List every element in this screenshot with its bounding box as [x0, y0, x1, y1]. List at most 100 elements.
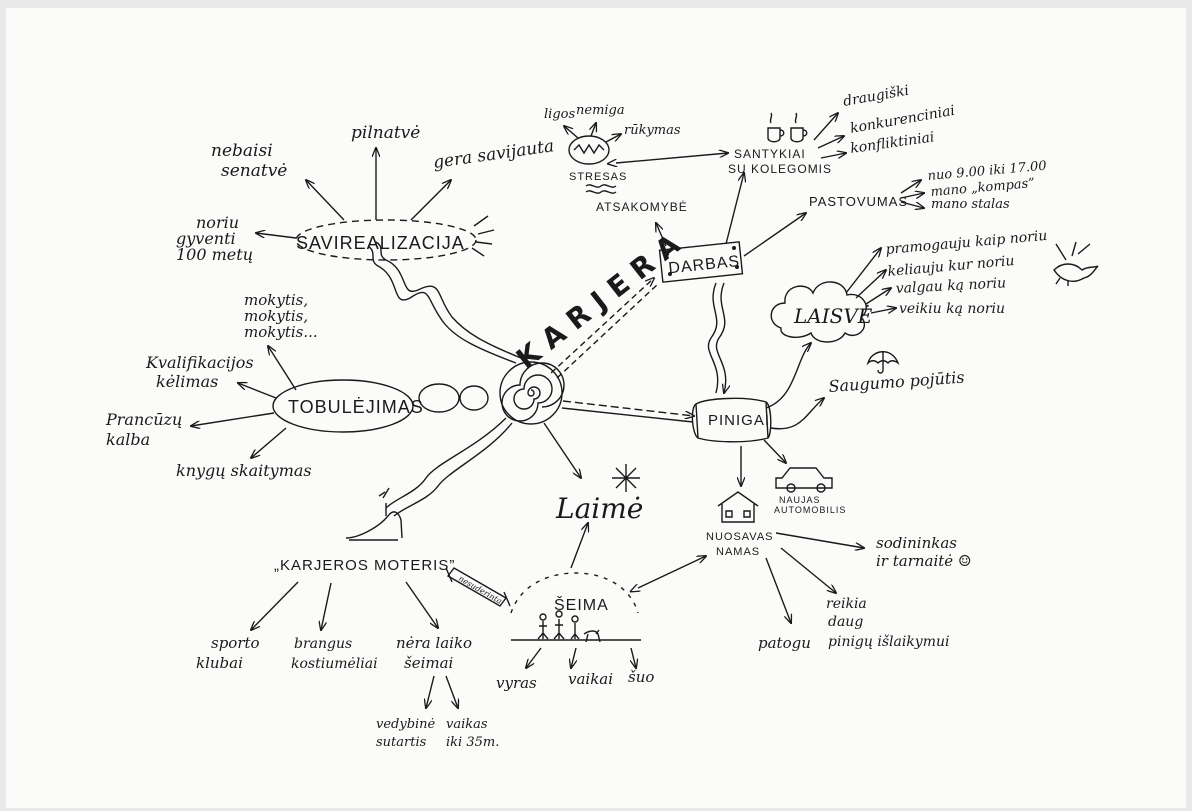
link-namas-patogu	[765, 557, 791, 623]
link-laisve-veikiu	[870, 308, 896, 313]
link-pastovumas-nuo	[900, 180, 921, 194]
link-center-darbas	[550, 278, 654, 374]
laisve-node: LAISVĖ	[770, 281, 873, 343]
draugiski-text: draugiški	[842, 83, 910, 110]
zigzag-icon	[573, 143, 605, 155]
savirealizacija-label: SAVIREALIZACIJA	[296, 233, 465, 253]
tobulejimas-node: TOBULĖJIMAS	[272, 379, 423, 433]
link-tobulejimas-kvalifikacijos	[238, 383, 277, 399]
savirealizacija-node: SAVIREALIZACIJA	[295, 215, 495, 261]
link-namas-sodininkas	[775, 532, 864, 548]
link-seima-namas	[638, 556, 706, 588]
car-icon	[775, 467, 833, 493]
link-stresas-nemiga	[591, 123, 596, 137]
seima-node: ŠEIMA	[510, 572, 641, 643]
svg-text:nesuderinta: nesuderinta	[457, 574, 504, 606]
link-center-savirealizacija-b	[375, 241, 522, 359]
link-pinigai-saugumo	[770, 398, 824, 430]
link-laisve-keliauju	[855, 270, 886, 299]
pilnatve-text: pilnatvė	[351, 123, 420, 143]
umbrella-icon	[866, 351, 900, 374]
burst-icon	[471, 215, 495, 257]
mokytis-text: mokytis,mokytis,mokytis...	[244, 291, 318, 341]
center-label: KARJERA	[510, 222, 694, 376]
link-darbas-pinigai-b	[715, 282, 725, 393]
link-moteris-kostiumeliai	[321, 582, 332, 630]
link-laiko-vedybine	[426, 675, 435, 708]
bird-icon	[1053, 241, 1099, 286]
nesuderinta-arrow: nesuderinta	[445, 567, 511, 607]
link-laisve-pramogauju	[845, 248, 881, 294]
link-pinigai-automobilis	[763, 439, 786, 463]
center-node: KARJERA	[499, 222, 694, 425]
link-darbas-pinigai	[707, 282, 719, 394]
link-center-moteris-b	[393, 422, 513, 517]
link-center-savirealizacija	[367, 245, 517, 364]
gera-savijauta-text: gera savijauta	[432, 136, 555, 173]
link-savirealizacija-gera	[410, 180, 451, 221]
link-pastovumas-kompas	[900, 193, 924, 198]
atsakomybe-label: ATSAKOMYBĖ	[596, 200, 688, 214]
spiral-icon	[501, 362, 565, 422]
link-namas-reikia	[780, 547, 836, 593]
pinigai-node: PINIGAI	[691, 397, 772, 443]
seima-label: ŠEIMA	[554, 595, 609, 614]
link-tobulejimas-prancuzu	[191, 412, 275, 426]
rukymas-text: rūkymas	[624, 123, 681, 138]
link-seima-vaikai	[571, 647, 576, 668]
link-pastovumas-stalas	[900, 201, 924, 208]
link-pinigai-laisve	[765, 343, 811, 409]
ligos-text: ligos	[544, 107, 575, 122]
valgau-text: valgau ką noriu	[895, 275, 1006, 297]
link-stresas-santykiai	[616, 153, 728, 163]
link-seima-laime	[570, 523, 588, 569]
link-santykiai-draugiski	[813, 113, 838, 141]
saugumo-text: Saugumo pojūtis	[828, 368, 965, 396]
wave-icon	[585, 184, 617, 194]
coffee-cups-icon	[767, 112, 808, 143]
link-seima-vyras	[526, 647, 542, 668]
pastovumas-label: PASTOVUMAS	[809, 194, 908, 209]
link-moteris-laiko	[405, 581, 438, 628]
link-savirealizacija-noriu	[256, 233, 297, 239]
link-center-pinigai	[562, 400, 694, 416]
pramogauju-text: pramogauju kaip noriu	[885, 228, 1048, 258]
link-darbas-pastovumas	[743, 213, 806, 257]
patogu-text: patogu	[758, 634, 811, 652]
pinigai-label: PINIGAI	[708, 412, 770, 429]
link-darbas-atsakomybe	[656, 223, 667, 247]
link-darbas-santykiai	[725, 173, 744, 245]
family-icon	[537, 619, 601, 643]
high-heel-icon	[345, 487, 403, 541]
link-tobulejimas-knygu	[251, 427, 287, 458]
link-savirealizacija-nebaisi	[306, 180, 345, 221]
stalas-text: mano stalas	[931, 197, 1010, 212]
suo-text: šuo	[628, 668, 654, 686]
moteris-label: „KARJEROS MOTERIS”	[274, 557, 455, 574]
konkurenciniai-text: konkurenciniai	[849, 103, 956, 137]
link-tobulejimas-mokytis	[268, 346, 297, 391]
link-stresas-ligos	[564, 126, 579, 139]
link-center-moteris	[385, 417, 507, 509]
thought-bubble-2	[459, 385, 489, 411]
stresas-node: STRESAS	[568, 135, 626, 183]
link-santykiai-konkurenciniai	[817, 136, 844, 149]
thought-bubble-1	[418, 383, 460, 413]
link-center-laime	[543, 422, 581, 478]
vaikai-text: vaikai	[568, 670, 613, 688]
